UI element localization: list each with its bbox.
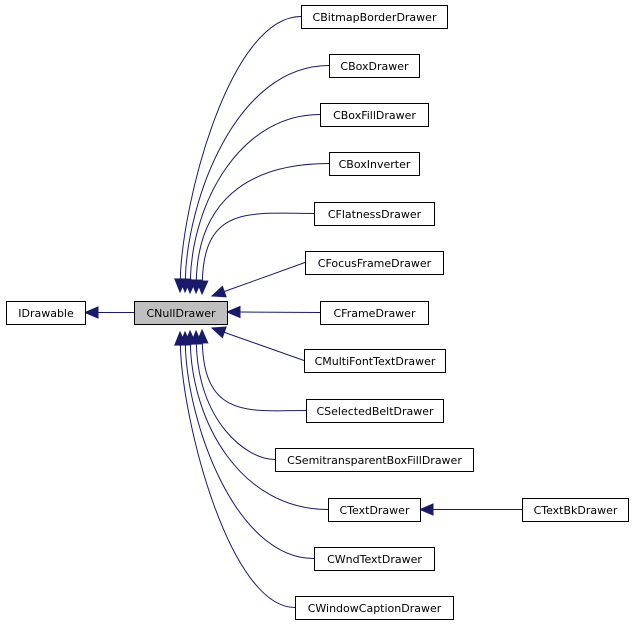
node-label: CNullDrawer (146, 307, 215, 320)
node-label: CMultiFontTextDrawer (315, 355, 436, 368)
edge-cmultifonttextdrawer-to-cnulldrawer (223, 331, 305, 361)
arrowhead-ctextbkdrawer-to-ctextdrawer (418, 503, 434, 516)
node-label: CTextBkDrawer (534, 504, 618, 517)
edge-cboxfilldrawer-to-cnulldrawer (189, 114, 321, 282)
node-label: CFocusFrameDrawer (318, 257, 432, 270)
edge-ctextdrawer-to-cnulldrawer (189, 342, 329, 510)
node-cflatnessdrawer[interactable]: CFlatnessDrawer (314, 202, 435, 226)
node-box (329, 54, 420, 78)
node-box (522, 498, 629, 522)
node-box (329, 152, 420, 176)
node-cbitmapborderdrawer[interactable]: CBitmapBorderDrawer (301, 5, 448, 29)
edges-layer (83, 16, 522, 608)
arrowhead-cfocusframedrawer-to-cnulldrawer (210, 285, 227, 298)
node-box (305, 251, 444, 275)
edge-cwindowcaptiondrawer-to-cnulldrawer (179, 343, 296, 608)
node-box (295, 596, 454, 620)
arrowhead-cwindowcaptiondrawer-to-cnulldrawer (174, 330, 187, 346)
node-box (314, 202, 435, 226)
node-cboxinverter[interactable]: CBoxInverter (329, 152, 420, 176)
node-ctextdrawer[interactable]: CTextDrawer (328, 498, 421, 522)
node-cboxdrawer[interactable]: CBoxDrawer (329, 54, 420, 78)
node-label: CTextDrawer (340, 504, 410, 517)
node-cwndtextdrawer[interactable]: CWndTextDrawer (314, 547, 435, 571)
node-ctextbkdrawer[interactable]: CTextBkDrawer (522, 498, 629, 522)
node-label: IDrawable (18, 307, 74, 320)
node-cwindowcaptiondrawer[interactable]: CWindowCaptionDrawer (295, 596, 454, 620)
node-box (320, 301, 429, 325)
node-box (301, 5, 448, 29)
edge-cwndtextdrawer-to-cnulldrawer (184, 343, 315, 559)
node-box (306, 399, 444, 423)
node-cboxfilldrawer[interactable]: CBoxFillDrawer (320, 103, 429, 127)
node-idrawable[interactable]: IDrawable (6, 301, 86, 325)
nodes-layer: IDrawable CNullDrawer CBitmapBorderDrawerC… (6, 5, 629, 620)
node-box (320, 103, 429, 127)
edge-csemitransparentboxfilldrawer-to-cnulldrawer (195, 342, 276, 460)
node-box (134, 301, 228, 325)
node-label: CWindowCaptionDrawer (308, 602, 442, 615)
node-label: CBitmapBorderDrawer (313, 11, 437, 24)
node-cselectedbeltdrawer[interactable]: CSelectedBeltDrawer (306, 399, 444, 423)
arrowhead-cflatnessdrawer-to-cnulldrawer (196, 280, 209, 296)
node-label: CBoxInverter (339, 158, 411, 171)
node-cnulldrawer[interactable]: CNullDrawer (134, 301, 228, 325)
node-box (304, 349, 446, 373)
edge-cflatnessdrawer-to-cnulldrawer (201, 212, 315, 283)
node-label: CFrameDrawer (334, 307, 416, 320)
node-label: CSemitransparentBoxFillDrawer (287, 454, 462, 467)
edge-cframedrawer-to-cnulldrawer (239, 311, 321, 313)
node-box (328, 498, 421, 522)
edge-cboxdrawer-to-cnulldrawer (184, 65, 330, 281)
node-box (6, 301, 86, 325)
node-label: CFlatnessDrawer (328, 208, 422, 221)
node-cmultifonttextdrawer[interactable]: CMultiFontTextDrawer (304, 349, 446, 373)
node-cframedrawer[interactable]: CFrameDrawer (320, 301, 429, 325)
node-label: CSelectedBeltDrawer (316, 405, 434, 418)
edge-cfocusframedrawer-to-cnulldrawer (223, 262, 306, 293)
node-label: CBoxFillDrawer (333, 109, 416, 122)
node-csemitransparentboxfilldrawer[interactable]: CSemitransparentBoxFillDrawer (275, 448, 474, 472)
node-label: CWndTextDrawer (327, 553, 422, 566)
arrowhead-cframedrawer-to-cnulldrawer (225, 305, 241, 319)
arrowhead-cnulldrawer-to-idrawable (83, 306, 99, 319)
edge-cboxinverter-to-cnulldrawer (195, 163, 330, 282)
edge-cbitmapborderdrawer-to-cnulldrawer (179, 16, 302, 281)
node-label: CBoxDrawer (340, 60, 409, 73)
node-box (314, 547, 435, 571)
edge-cselectedbeltdrawer-to-cnulldrawer (201, 341, 307, 412)
arrowhead-cmultifonttextdrawer-to-cnulldrawer (210, 326, 227, 339)
node-cfocusframedrawer[interactable]: CFocusFrameDrawer (305, 251, 444, 275)
node-box (275, 448, 474, 472)
